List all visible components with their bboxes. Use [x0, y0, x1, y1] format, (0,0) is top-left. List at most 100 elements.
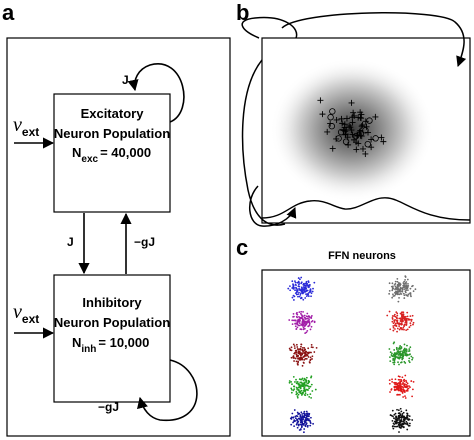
spike-dot	[288, 380, 291, 382]
spike-dot	[396, 388, 399, 391]
spike-dot	[314, 388, 317, 391]
spike-dot	[406, 278, 409, 281]
spike-dot	[404, 278, 406, 281]
spike-dot	[388, 289, 391, 292]
spike-dot	[404, 282, 407, 284]
spike-dot	[393, 413, 396, 416]
spike-dot	[295, 349, 298, 352]
spike-dot	[295, 390, 298, 393]
spike-dot	[396, 321, 399, 324]
spike-dot	[298, 315, 300, 318]
spike-dot	[307, 389, 309, 391]
plus-marker	[346, 122, 353, 129]
spike-dot	[304, 357, 307, 360]
spike-dot	[296, 288, 298, 291]
spike-dot	[403, 391, 406, 393]
spike-dot	[412, 321, 415, 324]
spike-dot	[290, 423, 293, 426]
spike-dot	[304, 389, 307, 392]
spike-dot	[406, 344, 408, 347]
spike-dot	[392, 427, 395, 430]
excitatory-label: Excitatory	[81, 106, 145, 121]
spike-dot	[296, 395, 299, 398]
spike-dot	[396, 314, 399, 317]
spike-dot	[308, 322, 311, 325]
spike-dot	[402, 292, 405, 295]
plus-marker	[368, 144, 375, 151]
spike-dot	[398, 317, 401, 320]
spike-dot	[297, 324, 300, 327]
spike-dot	[304, 282, 307, 285]
spike-dot	[293, 409, 296, 411]
spike-dot	[388, 310, 391, 313]
spike-dot	[394, 328, 396, 330]
spike-dot	[294, 289, 296, 292]
spike-dot	[405, 289, 408, 291]
spike-dot	[304, 351, 307, 353]
spike-dot	[306, 393, 309, 396]
plus-marker	[345, 141, 352, 148]
spike-dot	[408, 326, 411, 329]
spike-dot	[302, 390, 305, 392]
spike-dot	[404, 422, 406, 425]
spike-dot	[296, 326, 299, 329]
plus-marker	[350, 109, 357, 116]
spike-dot	[398, 418, 400, 421]
spike-dot	[403, 325, 405, 328]
spike-dot	[301, 364, 304, 367]
spike-dot	[305, 414, 308, 417]
spike-dot	[395, 347, 398, 350]
spike-dot	[402, 353, 404, 356]
spike-dot	[400, 380, 403, 382]
spike-dot	[392, 357, 395, 360]
spike-dot	[302, 328, 305, 331]
spike-dot	[308, 286, 310, 289]
spike-dot	[398, 322, 401, 325]
spike-dot	[310, 317, 313, 320]
spike-dot	[312, 287, 314, 290]
spike-dot	[399, 345, 402, 347]
spike-dot	[403, 385, 405, 387]
spike-dot	[298, 288, 301, 290]
spike-dot	[391, 315, 394, 317]
spike-dot	[401, 288, 404, 291]
spike-dot	[405, 286, 407, 289]
plus-marker	[372, 113, 379, 120]
spike-dot	[400, 293, 403, 295]
spike-dot	[301, 425, 303, 428]
spike-dot	[400, 427, 402, 429]
spike-dot	[298, 384, 301, 386]
spike-dot	[297, 360, 300, 363]
spike-dot	[396, 408, 398, 411]
spike-dot	[396, 286, 399, 289]
spike-dot	[402, 411, 405, 414]
spike-dot	[292, 299, 295, 301]
spike-dot	[310, 292, 313, 295]
exc-self-loop: J	[122, 63, 185, 123]
spike-dot	[292, 343, 295, 346]
spike-dot	[307, 418, 310, 420]
spike-dot	[306, 424, 309, 427]
spike-dot	[391, 318, 394, 320]
inh-to-exc-weight: −gJ	[134, 235, 155, 249]
spike-dot	[404, 397, 407, 399]
spike-dot	[394, 389, 396, 392]
spike-dot	[402, 381, 404, 384]
spike-dot	[299, 418, 302, 421]
spike-dot	[291, 319, 294, 322]
spike-dot	[397, 384, 400, 387]
spike-dot	[398, 348, 401, 350]
spike-dot	[388, 282, 391, 285]
spike-dot	[301, 415, 304, 417]
spike-dot	[392, 322, 395, 325]
spike-dot	[307, 295, 310, 298]
spike-dot	[302, 283, 305, 286]
plus-marker	[357, 109, 364, 116]
spike-dot	[298, 282, 301, 284]
spike-dot	[297, 352, 300, 355]
spike-dot	[306, 312, 309, 315]
spike-dot	[307, 347, 310, 350]
circle-marker	[329, 108, 336, 115]
spike-dot	[406, 388, 409, 391]
